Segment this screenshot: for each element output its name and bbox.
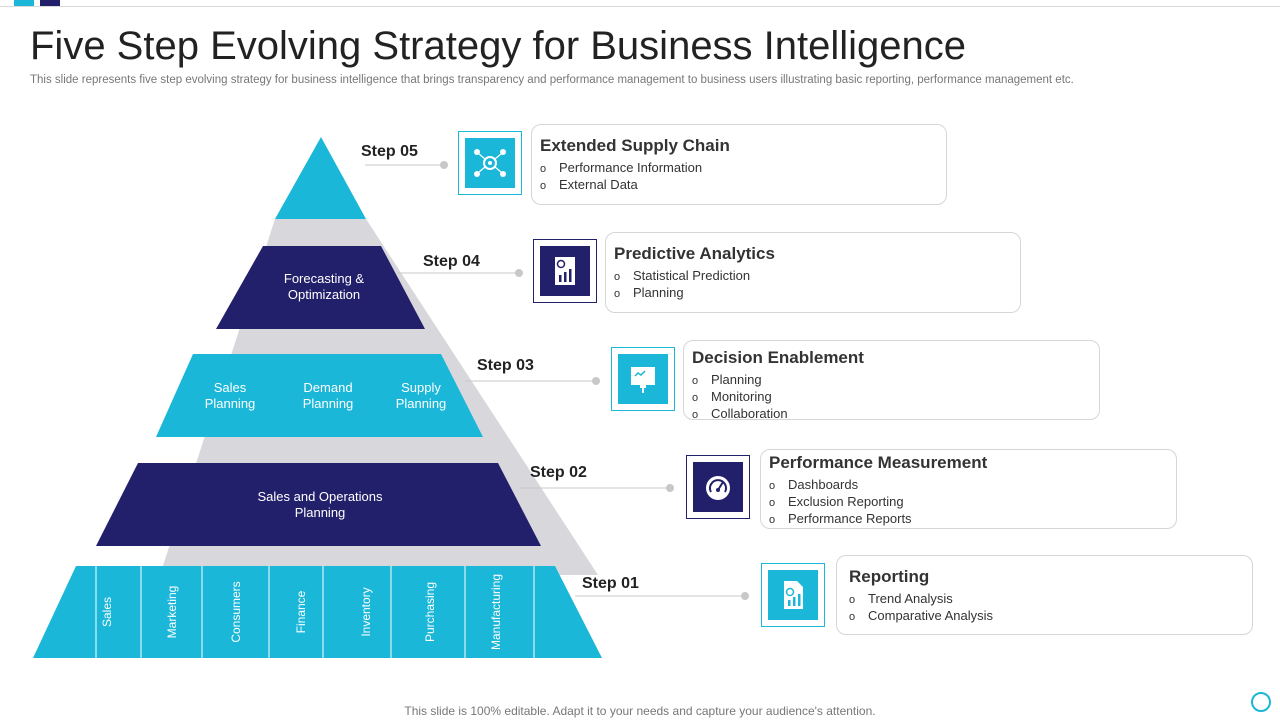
top-dark-block — [40, 0, 60, 6]
dashboard-gauge-icon — [686, 455, 750, 519]
top-accent-block — [14, 0, 34, 6]
pyramid-level-4-label: Forecasting &Optimization — [283, 271, 365, 302]
pyramid-consumers-label: Consumers — [229, 581, 243, 643]
step-05-title: Extended Supply Chain — [540, 136, 730, 155]
circle-logo-icon — [1251, 692, 1271, 712]
analytics-report-icon — [533, 239, 597, 303]
step-03-label: Step 03 — [477, 357, 534, 374]
pyramid-manufacturing-label: Manufacturing — [489, 573, 503, 651]
step-03-title: Decision Enablement — [692, 348, 864, 367]
step-connectors — [365, 161, 749, 600]
pyramid-sales-label: Sales — [100, 596, 114, 628]
pyramid-level-1-dividers — [95, 566, 535, 658]
step-04-label: Step 04 — [423, 253, 480, 270]
pyramid-finance-label: Finance — [294, 590, 308, 634]
presentation-board-icon — [611, 347, 675, 411]
top-accent-bar — [0, 0, 1280, 8]
report-document-icon — [761, 563, 825, 627]
pyramid-level-4 — [216, 246, 425, 329]
page-subtitle: This slide represents five step evolving… — [30, 74, 1074, 86]
pyramid-inventory-label: Inventory — [359, 587, 373, 637]
step-01-title: Reporting — [849, 567, 930, 586]
step-01-label: Step 01 — [582, 575, 639, 592]
pyramid-level-2 — [96, 463, 541, 546]
pyramid-purchasing-label: Purchasing — [423, 581, 437, 643]
step-02-title: Performance Measurement — [769, 453, 988, 472]
network-gear-icon — [458, 131, 522, 195]
pyramid-level-5 — [275, 137, 366, 219]
step-05-label: Step 05 — [361, 143, 418, 160]
top-rule — [0, 6, 1280, 7]
step-02-label: Step 02 — [530, 464, 587, 481]
pyramid-level-3 — [156, 354, 483, 437]
footer-note: This slide is 100% editable. Adapt it to… — [404, 704, 876, 718]
pyramid-marketing-label: Marketing — [165, 585, 179, 639]
step-04-title: Predictive Analytics — [614, 244, 775, 263]
pyramid-level-1 — [33, 566, 602, 658]
page-title: Five Step Evolving Strategy for Business… — [30, 24, 967, 68]
